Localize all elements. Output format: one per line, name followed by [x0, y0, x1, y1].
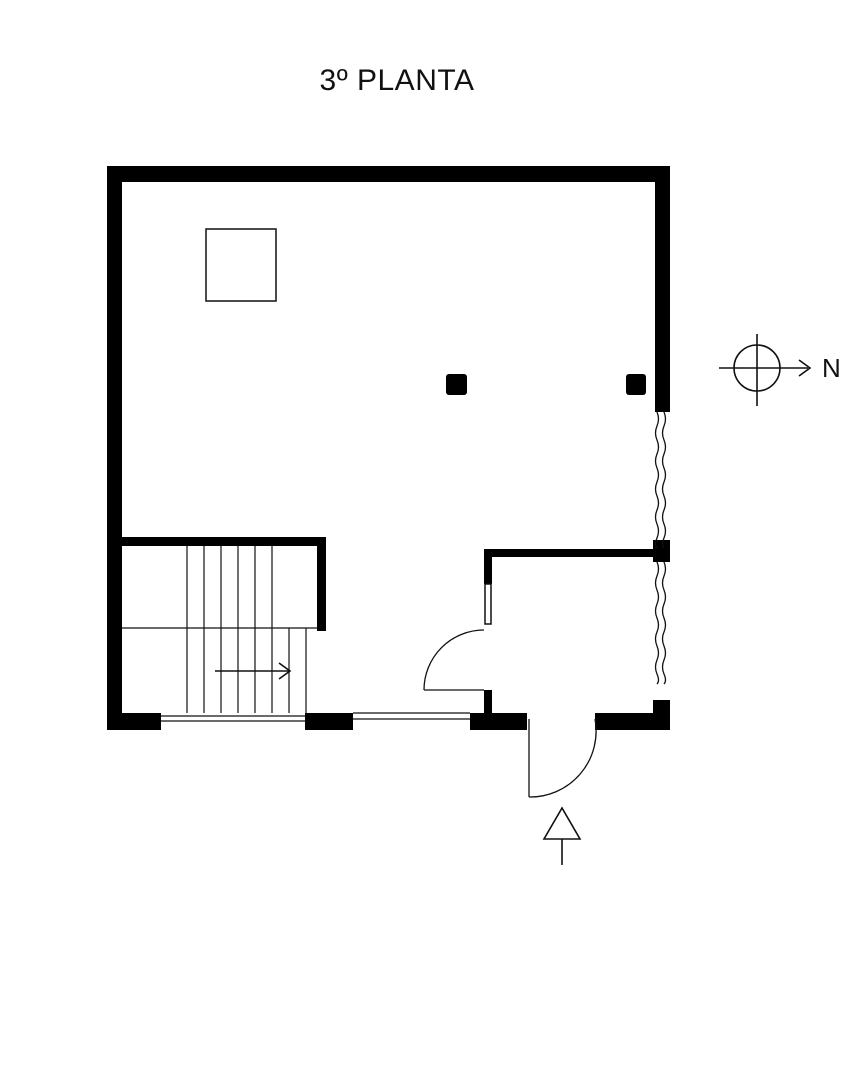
wall-right-mid-block — [653, 540, 670, 562]
column-1 — [446, 374, 467, 395]
column-2 — [626, 374, 646, 395]
wall-top — [107, 166, 670, 182]
stair-enclosure-walls — [122, 537, 326, 631]
wall-bottom-left-pier — [107, 713, 161, 730]
interior-door — [423, 629, 485, 691]
columns — [446, 374, 646, 395]
wall-right-upper — [655, 166, 670, 412]
entrance-arrow-icon — [542, 806, 582, 865]
room-wall-left-upper — [484, 549, 492, 584]
wall-bottom-mid-pier — [305, 713, 353, 730]
right-windows — [654, 411, 667, 685]
stair-direction-arrow-icon — [215, 662, 292, 680]
stair-wall-right — [317, 537, 326, 631]
wall-left — [107, 166, 122, 730]
room-side-window — [484, 583, 492, 625]
exterior-walls — [107, 166, 670, 730]
plan-title: 3º PLANTA — [319, 64, 475, 97]
wall-bottom-right-pier-b — [595, 713, 670, 730]
wall-right-bottom-block — [653, 700, 670, 730]
bottom-windows — [161, 712, 470, 722]
entrance-door — [528, 718, 597, 798]
stair-wall-top — [122, 537, 326, 546]
room-wall-left-lower — [484, 690, 492, 718]
skylight — [205, 228, 277, 302]
north-label: N — [822, 353, 841, 383]
staircase — [122, 546, 317, 713]
wall-bottom-right-pier-a — [470, 713, 527, 730]
room-wall-top — [484, 549, 654, 557]
small-room-walls — [484, 549, 654, 718]
north-arrow-icon — [719, 334, 812, 406]
